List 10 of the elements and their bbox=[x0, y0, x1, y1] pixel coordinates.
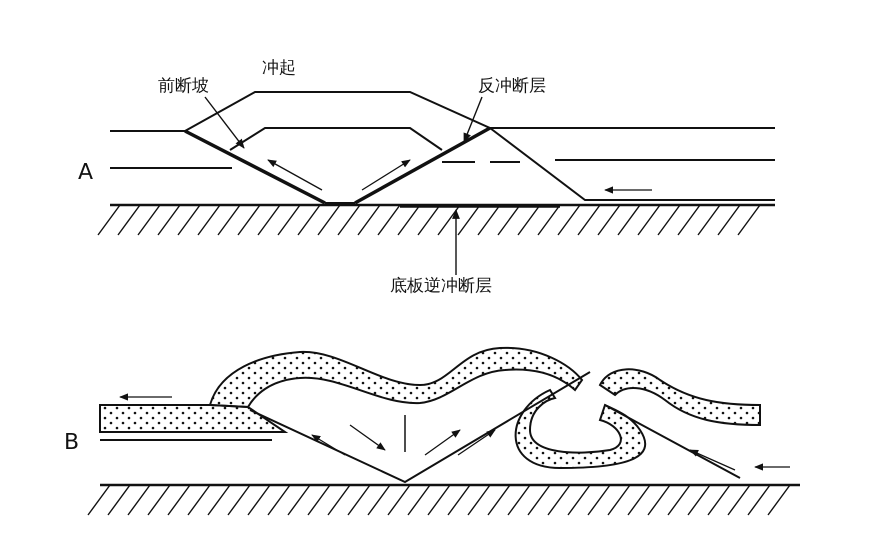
fault-label: 反冲断层 bbox=[478, 76, 546, 96]
thrust-fault-line bbox=[354, 126, 491, 205]
thrust-fault-line bbox=[184, 129, 326, 205]
leader-line bbox=[452, 209, 460, 275]
fault-label: 底板逆冲断层 bbox=[390, 276, 492, 296]
leader-line bbox=[463, 96, 483, 143]
pop-up-label: 冲起 bbox=[262, 58, 296, 78]
thrust-fault-line bbox=[400, 204, 560, 208]
fault-label: 前断坡 bbox=[158, 76, 209, 96]
leader-line bbox=[204, 96, 245, 149]
